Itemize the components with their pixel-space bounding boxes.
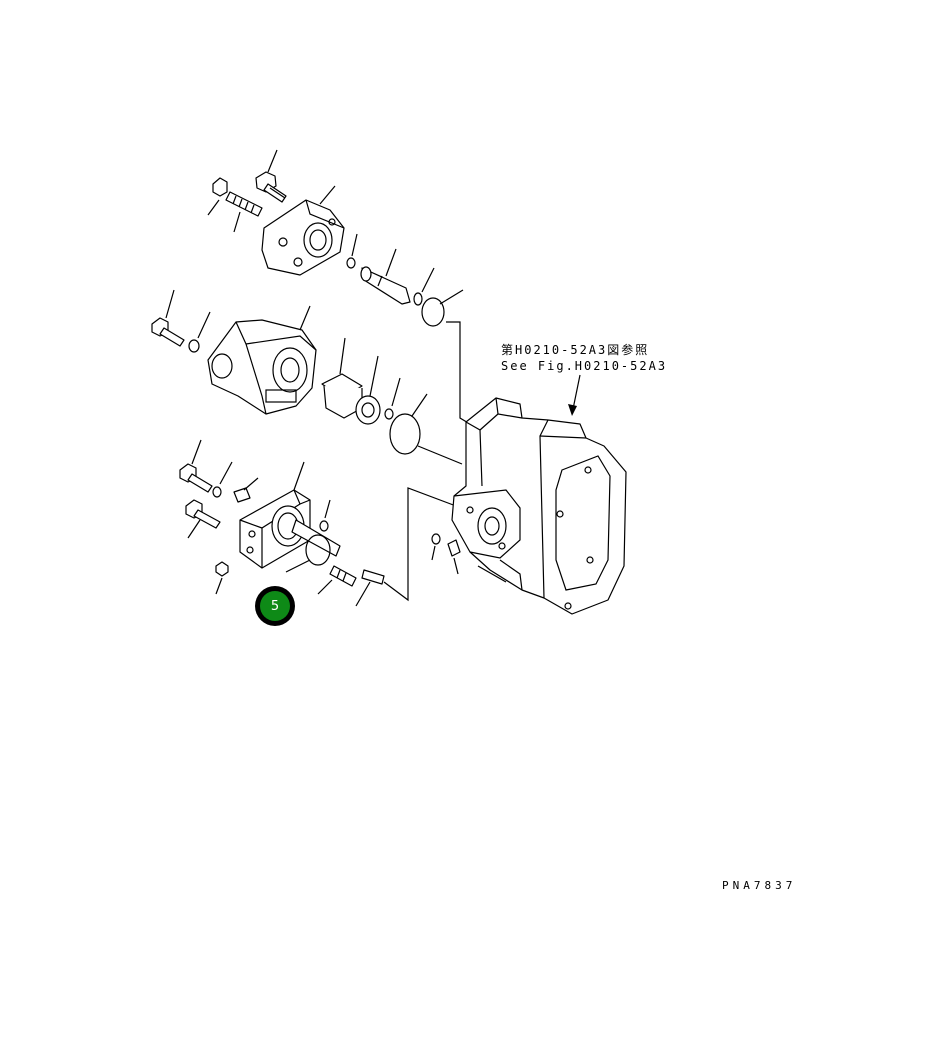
upper-bolt [255,149,287,203]
upper-shaft [360,248,411,305]
lower-bolt-2 [185,499,221,539]
figure-reference-english: See Fig.H0210-52A3 [501,359,668,373]
housing-plug [447,539,461,575]
figure-reference-japanese: 第H0210-52A3図参照 [501,343,650,357]
bushing [321,337,363,419]
upper-large-o-ring [421,289,464,327]
housing-o-ring [431,533,441,561]
leader-upper [446,321,471,425]
middle-o-ring-small [384,377,401,420]
middle-large-o-ring [389,393,428,455]
bearing [355,355,381,425]
upper-stud [225,191,263,233]
lower-large-o-ring [285,534,331,573]
upper-stud-nut [207,177,228,216]
callout-badge[interactable]: 5 [255,586,295,626]
pump-body [207,305,317,415]
lower-plug [233,477,259,503]
middle-bolt [151,289,185,347]
lower-cover [239,461,341,569]
lower-nut [215,561,229,595]
lower-bolt-1 [179,439,213,493]
upper-o-ring [413,267,435,306]
lower-o-ring-small-1 [212,461,233,498]
callout-number: 5 [260,591,290,621]
main-housing [451,397,627,615]
middle-washer [188,311,211,353]
leader-middle [417,445,463,465]
upper-o-ring-small [346,233,358,269]
lower-o-ring-small-2 [319,499,331,532]
cover-plate [261,185,345,276]
drawing-number: PNA7837 [722,879,797,892]
lower-pin [355,569,385,607]
leader-lower [383,487,457,602]
lower-spline-shaft [317,565,357,595]
reference-arrow [568,374,581,416]
